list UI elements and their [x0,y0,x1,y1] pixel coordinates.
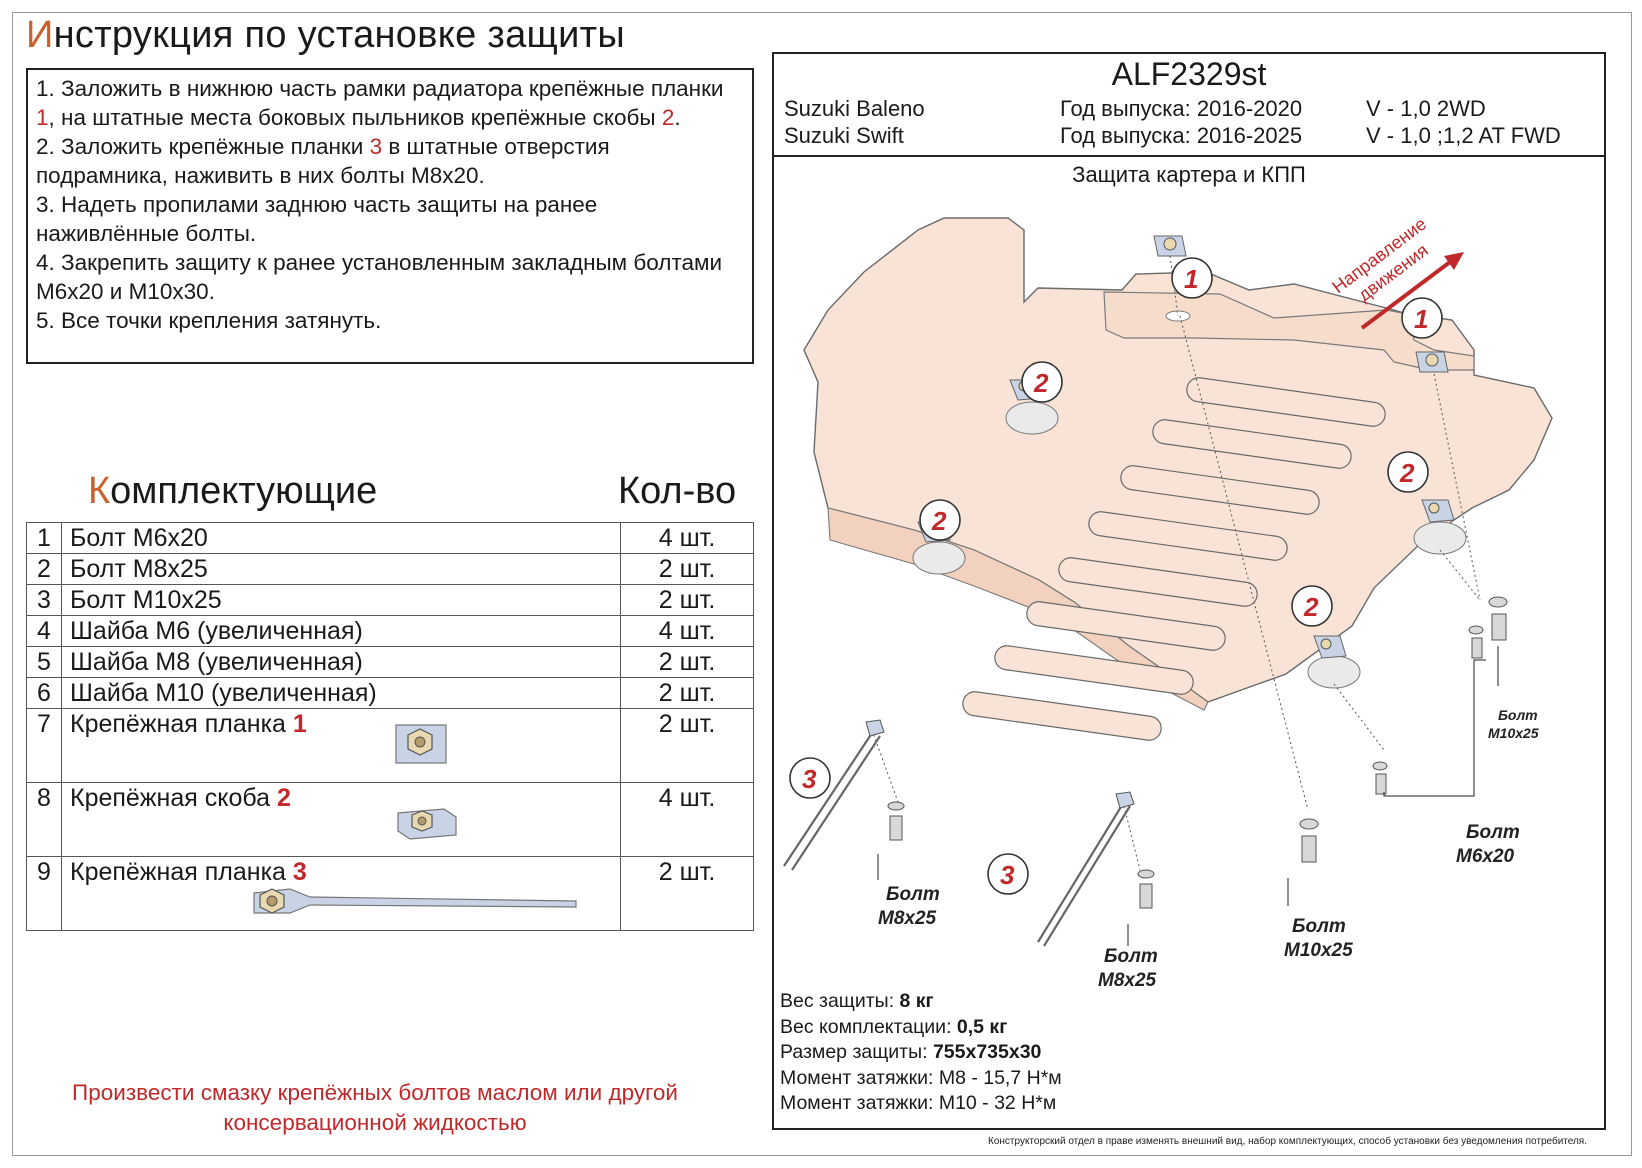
part-qty: 4 шт. [620,782,754,857]
part-name: Крепёжная скоба 2 [61,782,621,857]
bolt-label: Болт [1498,707,1538,723]
mounting-plate-1 [1153,235,1449,373]
part-name: Шайба М10 (увеличенная) [61,677,621,709]
product-panel: ALF2329st Suzuki Baleno Год выпуска: 201… [772,52,1606,1130]
car-engine: V - 1,0 ;1,2 AT FWD [1366,123,1561,148]
bolt-label: Болт [1104,946,1158,967]
bolt-label: М10х25 [1488,725,1539,741]
car-model: Suzuki Baleno [784,96,925,121]
callout-number: 3 [802,764,817,794]
table-row: 9 Крепёжная планка 3 2 шт. [26,856,754,931]
bolt-label: М6х20 [1456,846,1515,867]
part-name: Болт М8х25 [61,553,621,585]
product-header: ALF2329st Suzuki Baleno Год выпуска: 201… [774,54,1604,157]
callout-number: 3 [1000,860,1015,890]
part-name: Крепёжная планка 3 [61,856,621,931]
part-qty: 4 шт. [620,522,754,554]
disclaimer: Конструкторский отдел в праве изменять в… [988,1136,1587,1147]
part-name: Крепёжная планка 1 [61,708,621,783]
car-years: Год выпуска: 2016-2020 [1060,96,1303,121]
bolt-label: Болт [1466,822,1520,843]
part-qty: 2 шт. [620,646,754,678]
instruction-step-3: 3. Надеть пропилами заднюю часть защиты … [36,192,598,246]
table-row: 8 Крепёжная скоба 2 4 шт. [26,782,754,857]
mounting-plate-3 [783,729,1131,947]
part-qty: 2 шт. [620,553,754,585]
part-qty: 2 шт. [620,677,754,709]
instructions-box: 1. Заложить в нижнюю часть рамки радиато… [26,68,754,364]
bolt-label: Болт [886,884,940,905]
instruction-step-1: 1. Заложить в нижнюю часть рамки радиато… [36,76,724,130]
bolt-label: Болт [1292,916,1346,937]
car-years: Год выпуска: 2016-2025 [1060,123,1303,148]
mounting-bracket-2 [912,379,1467,689]
car-engine: V - 1,0 2WD [1366,96,1486,121]
qty-title: Кол-во [618,470,737,512]
spec-row: Вес защиты: 8 кг [780,990,934,1012]
bolt-label: М8х25 [1098,970,1157,990]
part-name: Шайба М8 (увеличенная) [61,646,621,678]
bolt-label: М8х25 [878,908,937,929]
product-specs: Вес защиты: 8 кг Вес комплектации: 0,5 к… [780,989,1062,1117]
instruction-step-5: 5. Все точки крепления затянуть. [36,308,382,333]
callout-number: 1 [1414,304,1428,334]
part-name: Болт М10х25 [61,584,621,616]
kit-title: Комплектующие [88,470,378,512]
installation-diagram: Направление движения 1 1 2 2 2 2 3 3 Бол… [783,214,1553,990]
part-qty: 2 шт. [620,856,754,931]
spec-row: Размер защиты: 755х735х30 [780,1041,1042,1063]
page-title: Инструкция по установке защиты [26,14,625,56]
part-name: Шайба М6 (увеличенная) [61,615,621,647]
spec-row: Момент затяжки: М8 - 15,7 Н*м [780,1066,1062,1089]
vent-slots [962,377,1386,741]
table-row: 7 Крепёжная планка 1 2 шт. [26,708,754,783]
part-name: Болт М6х20 [61,522,621,554]
mounting-plate-1-icon [395,724,447,764]
callout-number: 2 [931,506,947,536]
car-model: Suzuki Swift [784,123,904,148]
spec-row: Момент затяжки: М10 - 32 Н*м [780,1092,1057,1114]
product-subtitle: Защита картера и КПП [1072,162,1306,187]
part-qty: 2 шт. [620,708,754,783]
bolts [887,596,1508,909]
callout-number: 1 [1184,264,1198,294]
callouts: 1 1 2 2 2 2 3 3 [789,257,1443,895]
instruction-step-2: 2. Заложить крепёжные планки 3 в штатные… [36,134,610,188]
callout-number: 2 [1399,458,1415,488]
instruction-step-4: 4. Закрепить защиту к ранее установленны… [36,250,723,304]
spec-row: Вес комплектации: 0,5 кг [780,1015,1008,1038]
mounting-plate-3-icon [253,888,577,914]
callout-number: 2 [1033,368,1049,398]
lubrication-note: Произвести смазку крепёжных болтов масло… [72,1080,678,1135]
callout-number: 2 [1303,592,1319,622]
bolt-label: М10х25 [1284,940,1353,961]
product-code: ALF2329st [1111,56,1267,92]
mounting-bracket-2-icon [397,808,457,840]
page-frame [12,12,1632,1156]
part-qty: 4 шт. [620,615,754,647]
part-qty: 2 шт. [620,584,754,616]
